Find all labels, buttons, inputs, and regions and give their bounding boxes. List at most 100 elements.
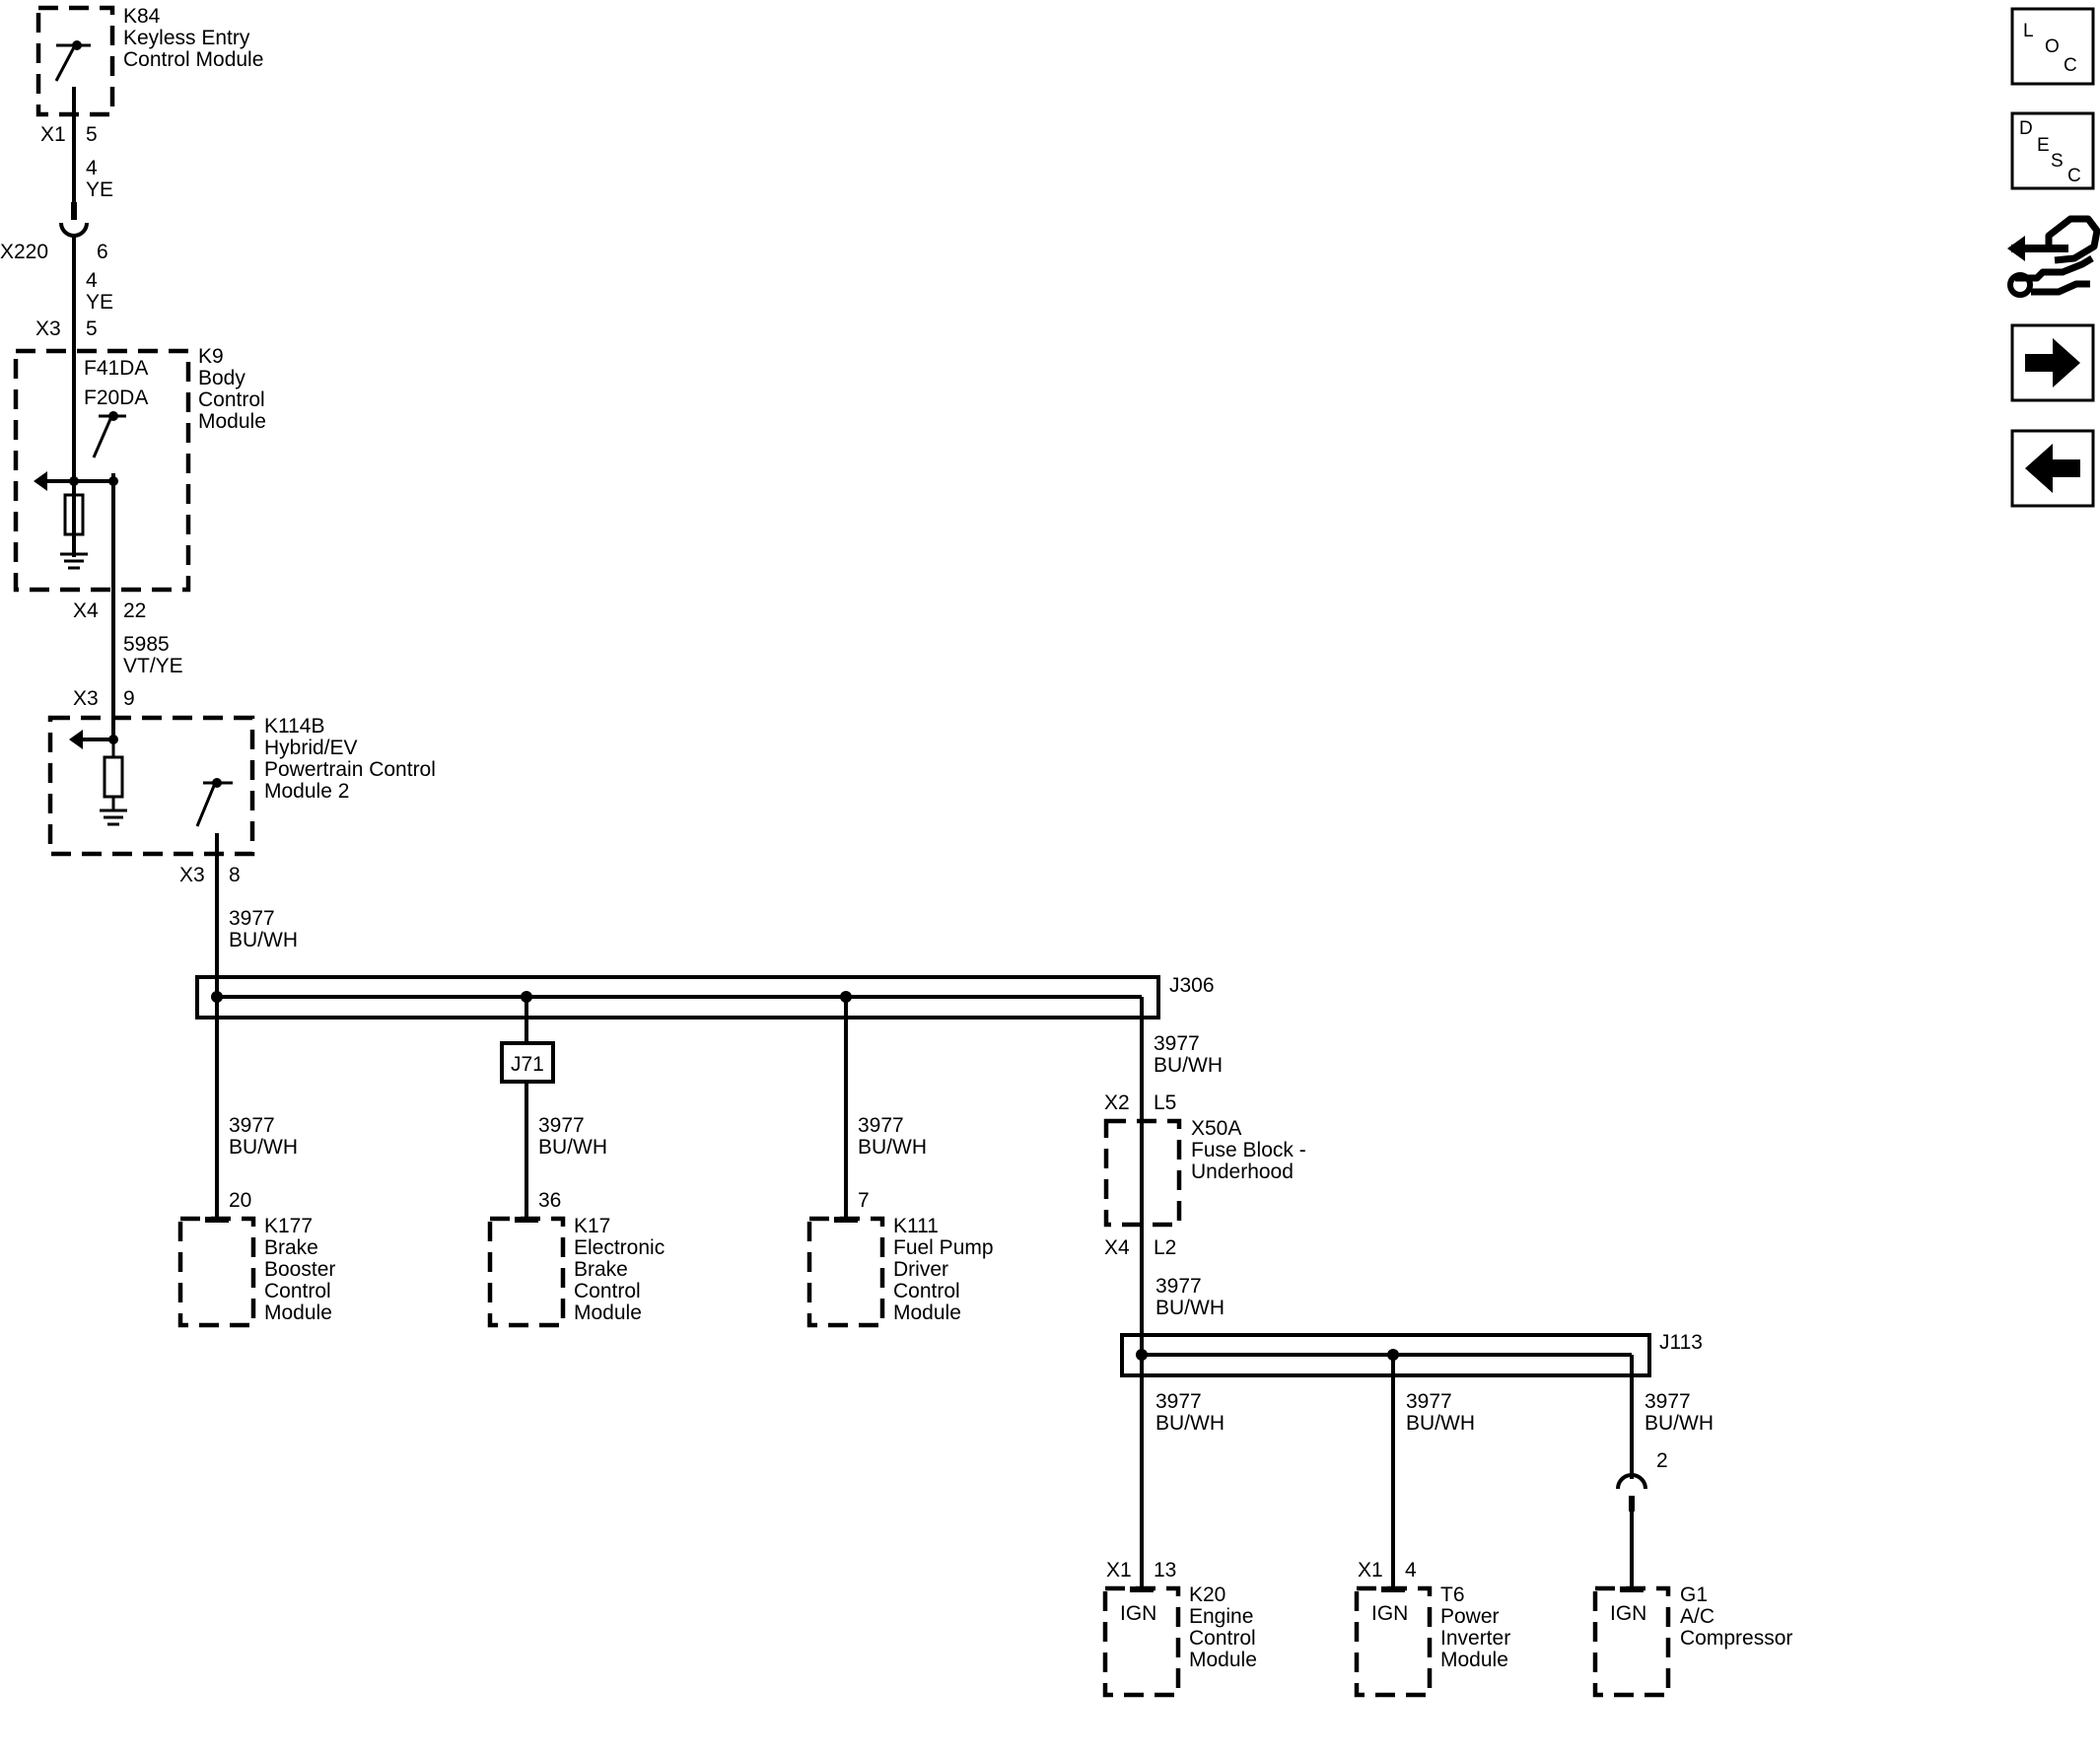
k111-name-1: Fuel Pump	[893, 1236, 994, 1259]
desc-letter-4: C	[2067, 166, 2081, 186]
k20-ign: IGN	[1120, 1602, 1156, 1625]
wire-j306-x50a-color: BU/WH	[1154, 1054, 1223, 1077]
k114b-x3-in-pin: 9	[123, 687, 135, 710]
k84-connector: X1	[40, 123, 66, 146]
k114b-name-1: Hybrid/EV	[264, 737, 358, 759]
arrow-right-icon	[2025, 338, 2080, 387]
k9-module: F41DA F20DA K9 Body Control Module	[13, 345, 266, 593]
k177-name-1: Brake	[264, 1236, 318, 1259]
k9-fuse-1: F41DA	[84, 357, 148, 380]
k177-name-3: Control	[264, 1280, 331, 1302]
k9-name-1: Body	[198, 367, 245, 389]
g1-name-2: Compressor	[1680, 1627, 1792, 1650]
wire-k84-x220-color: YE	[86, 178, 113, 201]
desc-letter-1: D	[2019, 118, 2033, 139]
desc-button[interactable]: D E S C	[2010, 111, 2095, 190]
k17-module: K17 Electronic Brake Control Module	[487, 1215, 665, 1328]
t6-name-3: Module	[1440, 1649, 1508, 1671]
k20-name-3: Module	[1189, 1649, 1257, 1671]
t6-ref: T6	[1440, 1583, 1465, 1606]
k17-name-1: Electronic	[574, 1236, 665, 1259]
k114b-module: K114B Hybrid/EV Powertrain Control Modul…	[47, 715, 436, 858]
k17-name-2: Brake	[574, 1258, 628, 1281]
j71-splice: J71	[500, 1041, 555, 1084]
k84-ref: K84	[123, 5, 161, 28]
j306-label: J306	[1169, 974, 1215, 997]
k9-x3-connector: X3	[35, 317, 61, 340]
k20-name-2: Control	[1189, 1627, 1256, 1650]
k177-ref: K177	[264, 1215, 313, 1237]
wire-k114b-j306-circuit: 3977	[229, 907, 275, 930]
previous-button[interactable]	[2010, 429, 2095, 508]
k114b-name-2: Powertrain Control	[264, 758, 436, 781]
x50a-x2-connector: X2	[1104, 1091, 1130, 1114]
t6-pin: 4	[1405, 1559, 1417, 1582]
t6-module: IGN T6 Power Inverter Module	[1354, 1583, 1510, 1698]
wire-j306-k177-color: BU/WH	[229, 1136, 298, 1159]
k114b-ref: K114B	[264, 715, 325, 738]
k177-pin: 20	[229, 1189, 251, 1212]
k111-name-3: Control	[893, 1280, 960, 1302]
loc-letter-1: L	[2023, 21, 2034, 41]
desc-letter-2: E	[2037, 135, 2050, 156]
k17-ref: K17	[574, 1215, 610, 1237]
k17-pin: 36	[538, 1189, 561, 1212]
x50a-x2-pin: L5	[1154, 1091, 1176, 1114]
wire-x50a-j113-circuit: 3977	[1155, 1275, 1202, 1298]
k20-module: IGN K20 Engine Control Module	[1102, 1583, 1257, 1698]
g1-ref: G1	[1680, 1583, 1708, 1606]
wire-j71-k17-circuit: 3977	[538, 1114, 585, 1137]
k9-ref: K9	[198, 345, 224, 368]
wire-j113-t6-color: BU/WH	[1406, 1412, 1475, 1435]
k9-name-3: Module	[198, 410, 266, 433]
wire-k9-k114b-circuit: 5985	[123, 633, 170, 656]
wire-j306-k177-circuit: 3977	[229, 1114, 275, 1137]
k114b-ground-icon	[100, 809, 127, 826]
k20-name-1: Engine	[1189, 1605, 1253, 1628]
k177-module: K177 Brake Booster Control Module	[177, 1215, 335, 1328]
g1-inline-connector	[1616, 1473, 1647, 1512]
k111-module: K111 Fuel Pump Driver Control Module	[806, 1215, 994, 1328]
k20-ref: K20	[1189, 1583, 1225, 1606]
connector-view-button[interactable]	[2007, 215, 2100, 298]
k9-x4-pin: 22	[123, 599, 146, 622]
wire-j113-t6-circuit: 3977	[1406, 1390, 1452, 1413]
loc-letter-3: C	[2064, 55, 2077, 76]
k114b-x3-out-pin: 8	[229, 864, 241, 886]
desc-letter-3: S	[2051, 151, 2064, 172]
g1-module: IGN G1 A/C Compressor	[1592, 1583, 1792, 1698]
next-button[interactable]	[2010, 323, 2095, 402]
x50a-ref: X50A	[1191, 1117, 1241, 1140]
k9-x3-pin: 5	[86, 317, 98, 340]
t6-connector: X1	[1358, 1559, 1383, 1582]
k111-ref: K111	[893, 1215, 939, 1237]
connector-view-icon	[2007, 215, 2100, 298]
x50a-name-1: Fuse Block -	[1191, 1139, 1306, 1161]
x220-inline-connector	[59, 202, 89, 238]
k20-connector: X1	[1106, 1559, 1132, 1582]
x50a-x4-connector: X4	[1104, 1236, 1130, 1259]
j113-label: J113	[1659, 1331, 1703, 1354]
wire-k9-k114b-color: VT/YE	[123, 655, 183, 677]
j306-splice-pack: J306	[195, 974, 1215, 1124]
k111-pin: 7	[858, 1189, 870, 1212]
wire-x50a-j113-color: BU/WH	[1155, 1297, 1225, 1319]
wire-j113-k20-color: BU/WH	[1155, 1412, 1225, 1435]
k20-pin: 13	[1154, 1559, 1176, 1582]
wire-j306-k111-circuit: 3977	[858, 1114, 904, 1137]
k114b-name-3: Module 2	[264, 780, 349, 803]
k114b-x3-in-connector: X3	[73, 687, 99, 710]
k111-name-4: Module	[893, 1301, 961, 1324]
t6-name-2: Inverter	[1440, 1627, 1510, 1650]
k17-name-3: Control	[574, 1280, 641, 1302]
x220-pin: 6	[97, 241, 108, 263]
k84-name-2: Control Module	[123, 48, 263, 71]
x50a-name-2: Underhood	[1191, 1160, 1294, 1183]
wire-k84-x220-circuit: 4	[86, 157, 98, 179]
wire-x220-k9-color: YE	[86, 291, 113, 314]
wire-j113-g1-color: BU/WH	[1645, 1412, 1714, 1435]
loc-letter-2: O	[2045, 36, 2060, 57]
loc-button[interactable]: L O C	[2010, 7, 2095, 86]
k84-module: K84 Keyless Entry Control Module	[35, 5, 263, 118]
